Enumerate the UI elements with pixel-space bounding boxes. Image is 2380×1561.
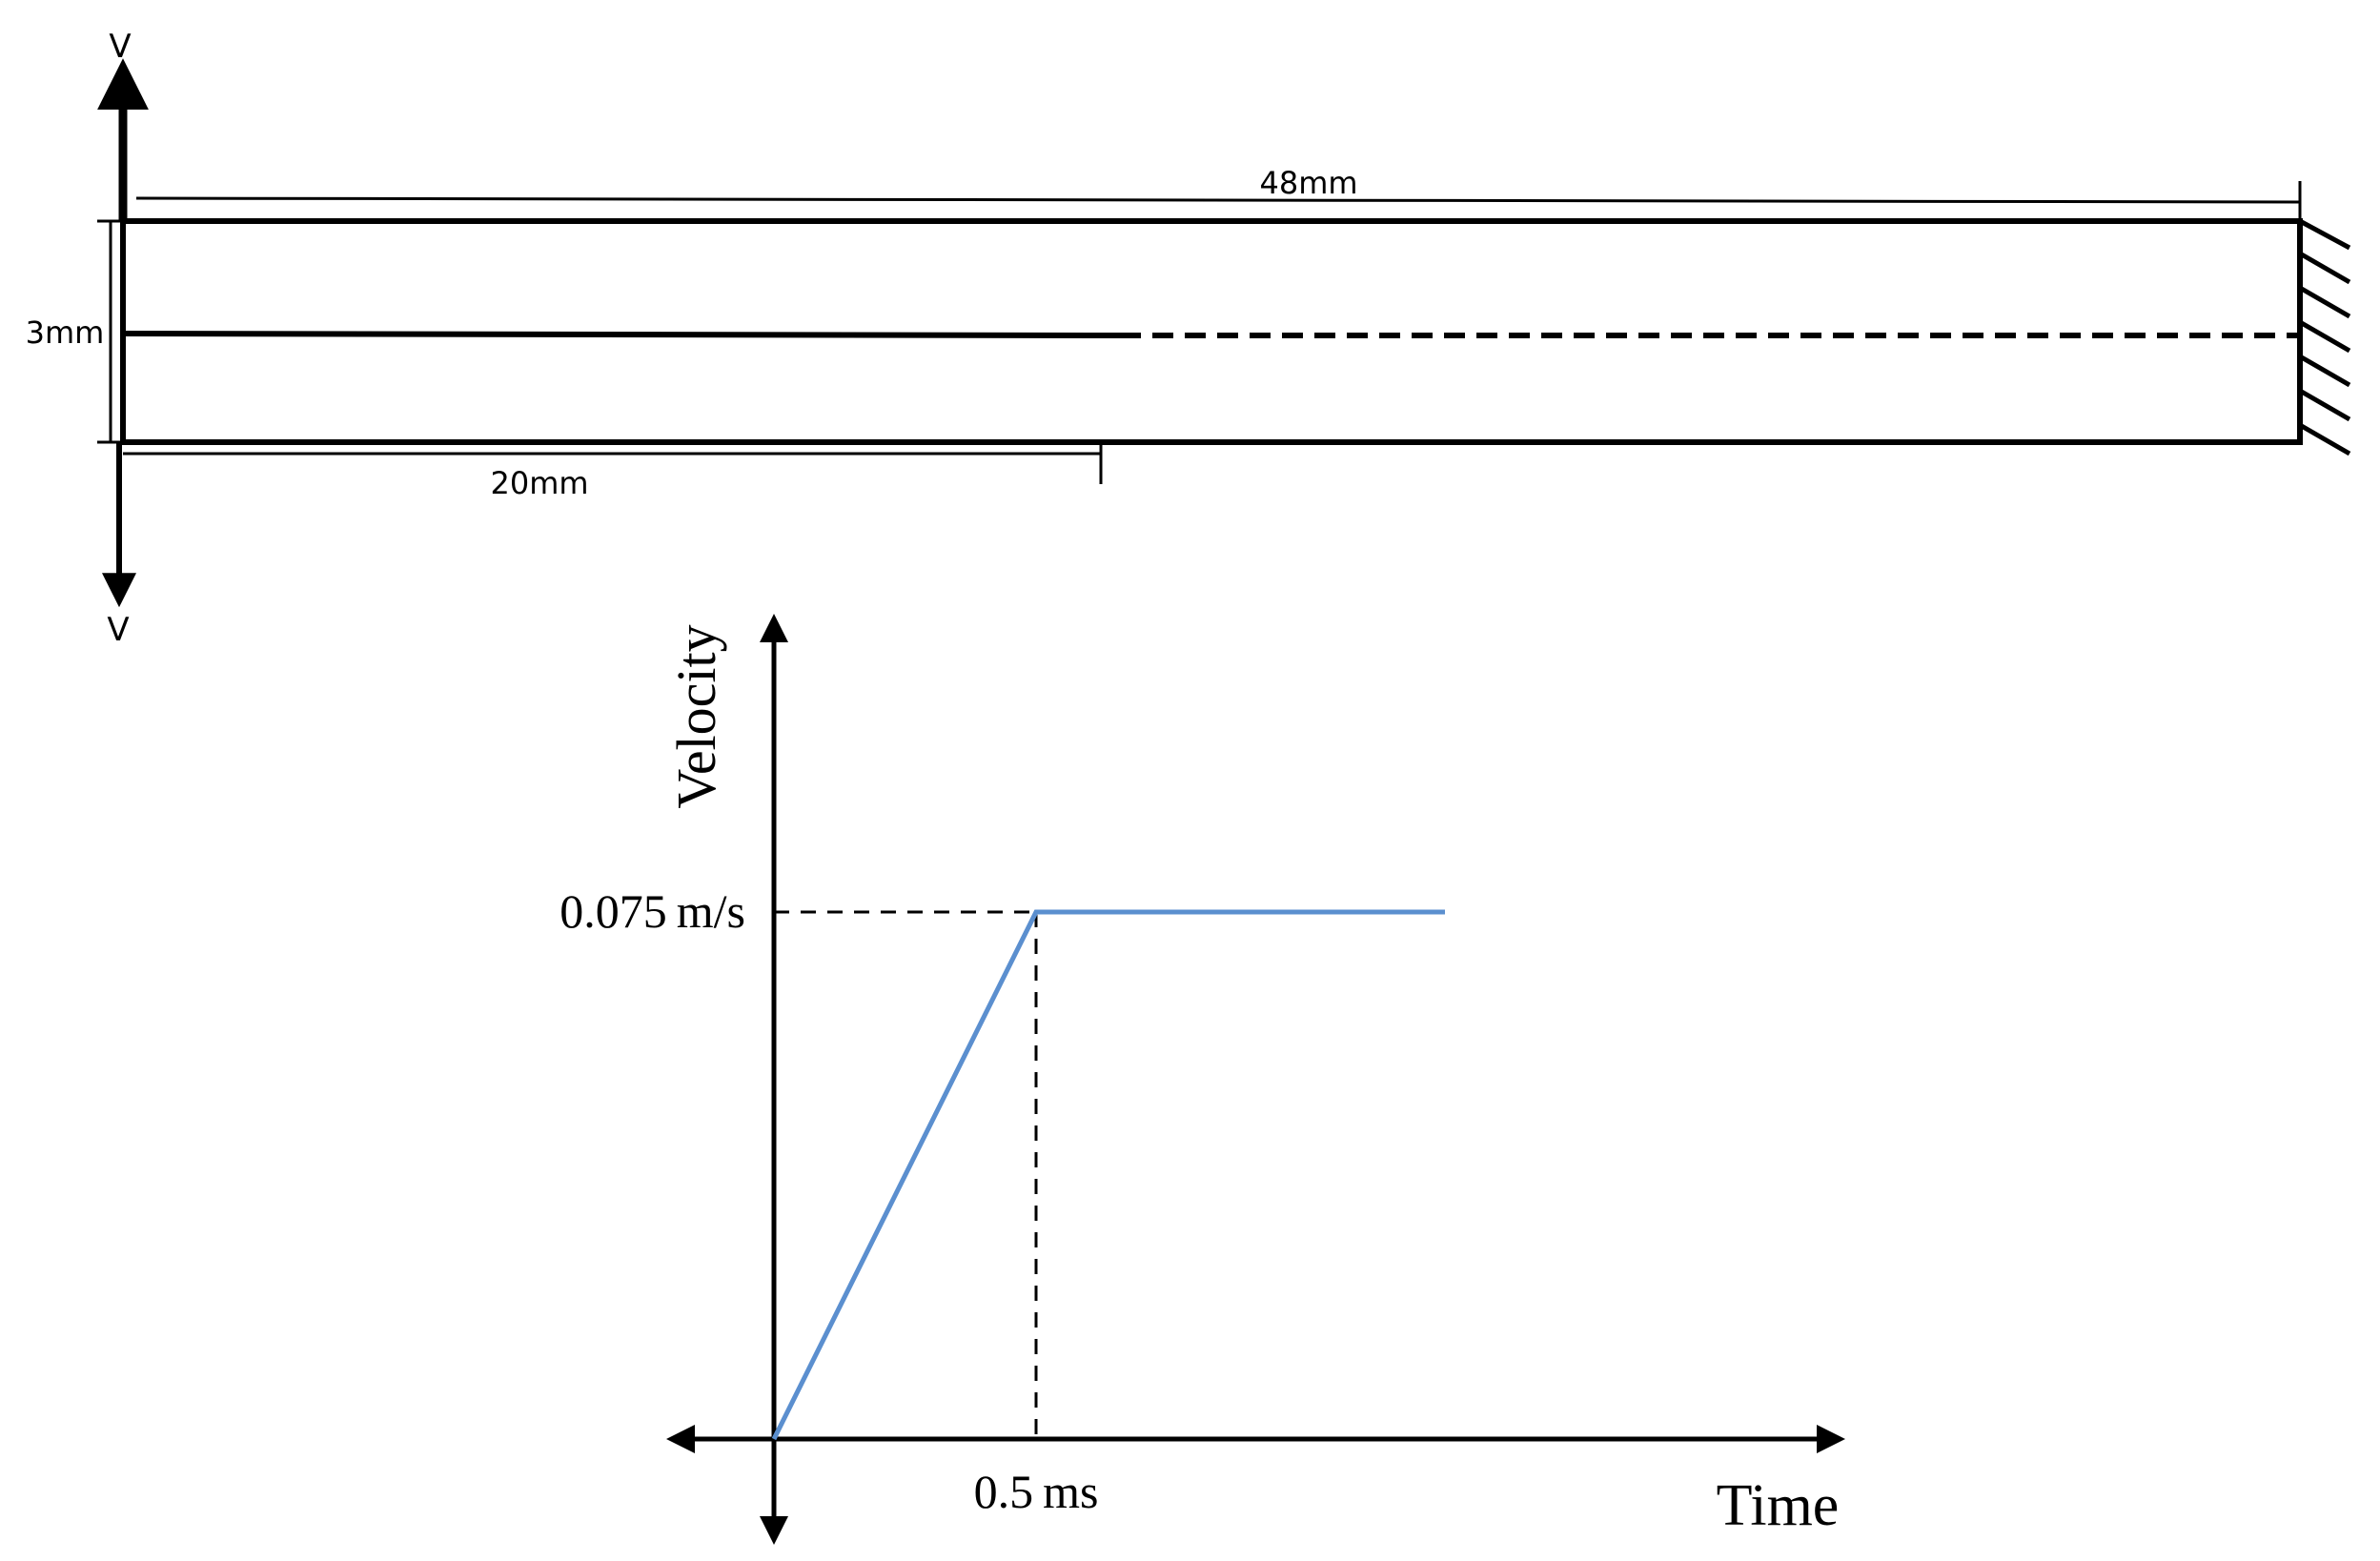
length-dimension	[135, 181, 2302, 221]
x-axis-title: Time	[1717, 1473, 1840, 1538]
x-tick-label: 0.5 ms	[974, 1465, 1099, 1518]
velocity-top-label: V	[109, 28, 131, 66]
y-tick-label: 0.075 m/s	[559, 884, 745, 938]
crack-length-dimension	[123, 442, 1103, 484]
crack-length-dimension-label: 20mm	[490, 465, 588, 501]
y-axis-title: Velocity	[665, 624, 727, 808]
velocity-curve	[771, 909, 1445, 1441]
specimen: V V 48mm 3mm 20mm	[26, 28, 2351, 649]
thickness-dimension	[97, 219, 123, 444]
thickness-dimension-label: 3mm	[26, 314, 105, 351]
length-dimension-label: 48mm	[1259, 165, 1357, 201]
pre-crack-line	[122, 331, 1121, 338]
velocity-bottom-label: V	[107, 611, 129, 649]
fixed-support-hatch	[2297, 218, 2351, 456]
velocity-time-chart: 0.075 m/s 0.5 ms Time Velocity	[559, 614, 1845, 1545]
